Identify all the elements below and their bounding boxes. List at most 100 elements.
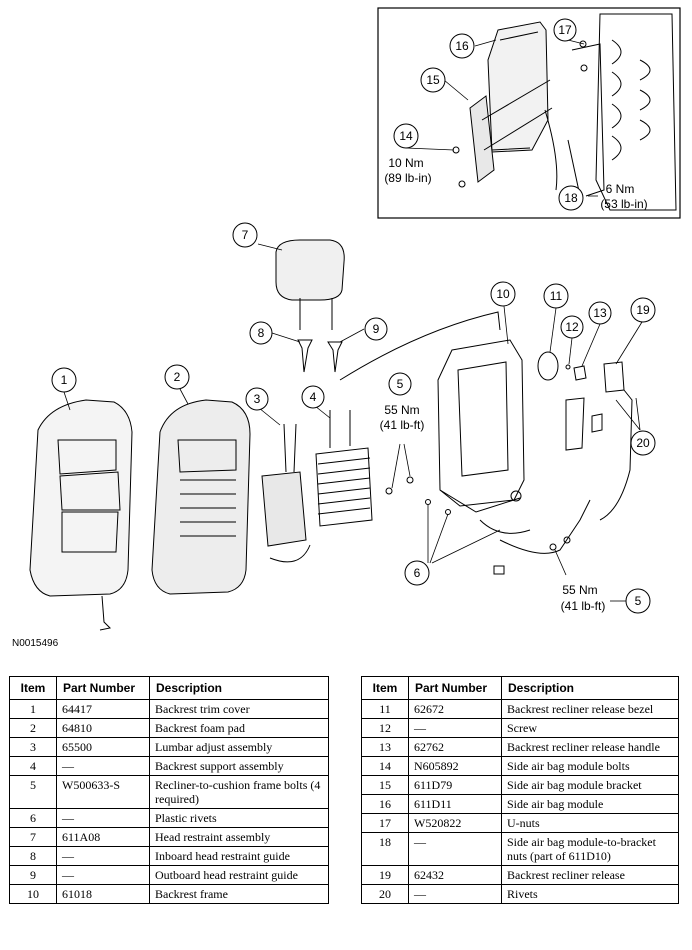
table-row: 6—Plastic rivets <box>9 808 329 828</box>
callout-17: 17 <box>553 18 577 42</box>
header-description: Description <box>501 676 679 700</box>
torque-5a-lb: (41 lb-ft) <box>380 418 425 432</box>
torque-5b-nm: 55 Nm <box>562 583 597 597</box>
part-number-cell: — <box>56 756 150 776</box>
table-row: 18—Side air bag module-to-bracket nuts (… <box>361 832 679 866</box>
description-cell: U-nuts <box>501 813 679 833</box>
description-cell: Backrest support assembly <box>149 756 329 776</box>
svg-text:8: 8 <box>258 326 265 340</box>
callout-18: 18 <box>558 185 584 211</box>
torque-18-nm: 6 Nm <box>606 182 635 196</box>
svg-text:4: 4 <box>310 390 317 404</box>
svg-text:9: 9 <box>373 322 380 336</box>
svg-text:20: 20 <box>636 436 650 450</box>
table-row: 12—Screw <box>361 718 679 738</box>
item-cell: 4 <box>9 756 57 776</box>
description-cell: Side air bag module bolts <box>501 756 679 776</box>
callout-16: 16 <box>449 33 475 59</box>
svg-text:17: 17 <box>558 23 572 37</box>
svg-text:14: 14 <box>399 129 413 143</box>
item-cell: 9 <box>9 865 57 885</box>
callout-3: 3 <box>245 387 269 411</box>
torque-14-nm: 10 Nm <box>388 156 423 170</box>
item-cell: 14 <box>361 756 409 776</box>
header-item: Item <box>361 676 409 700</box>
item-cell: 16 <box>361 794 409 814</box>
description-cell: Side air bag module <box>501 794 679 814</box>
exploded-view-diagram: 1 2 3 4 5 6 7 8 9 10 11 12 13 14 15 16 1… <box>29 7 681 631</box>
callout-6: 6 <box>404 560 430 586</box>
part-number-cell: 62672 <box>408 699 502 719</box>
backrest-trim-cover-drawing <box>29 399 133 631</box>
figure-id: N0015496 <box>12 638 59 649</box>
part-number-cell: 65500 <box>56 737 150 757</box>
description-cell: Plastic rivets <box>149 808 329 828</box>
description-cell: Side air bag module-to-bracket nuts (par… <box>501 832 679 866</box>
item-cell: 8 <box>9 846 57 866</box>
part-number-cell: W500633-S <box>56 775 150 809</box>
svg-text:16: 16 <box>455 39 469 53</box>
svg-text:2: 2 <box>174 370 181 384</box>
description-cell: Rivets <box>501 884 679 904</box>
item-cell: 6 <box>9 808 57 828</box>
backrest-support-drawing <box>315 410 373 527</box>
callout-19: 19 <box>630 297 656 323</box>
svg-text:12: 12 <box>565 320 579 334</box>
part-number-cell: 61018 <box>56 884 150 904</box>
part-number-cell: — <box>408 884 502 904</box>
item-cell: 3 <box>9 737 57 757</box>
svg-text:6: 6 <box>414 566 421 580</box>
svg-text:18: 18 <box>564 191 578 205</box>
callout-12: 12 <box>560 315 584 339</box>
part-number-cell: 611A08 <box>56 827 150 847</box>
part-number-cell: 64810 <box>56 718 150 738</box>
part-number-cell: — <box>408 832 502 866</box>
callout-2: 2 <box>164 364 190 390</box>
header-description: Description <box>149 676 329 700</box>
part-number-cell: — <box>408 718 502 738</box>
item-cell: 19 <box>361 865 409 885</box>
callout-8: 8 <box>249 321 273 345</box>
part-number-cell: N605892 <box>408 756 502 776</box>
callout-15: 15 <box>420 67 446 93</box>
callout-4: 4 <box>301 385 325 409</box>
item-cell: 11 <box>361 699 409 719</box>
description-cell: Recliner-to-cushion frame bolts (4 requi… <box>149 775 329 809</box>
part-number-cell: 611D79 <box>408 775 502 795</box>
svg-text:19: 19 <box>636 303 650 317</box>
torque-5b-lb: (41 lb-ft) <box>561 599 606 613</box>
callout-5a: 5 <box>388 372 412 396</box>
part-number-cell: W520822 <box>408 813 502 833</box>
header-part-number: Part Number <box>408 676 502 700</box>
torque-14-lb: (89 lb-in) <box>384 171 431 185</box>
callout-11: 11 <box>543 283 569 309</box>
head-restraint-drawing <box>275 239 345 330</box>
inset-seat-frame-drawing <box>544 13 677 211</box>
air-bag-bracket-drawing <box>469 79 553 183</box>
callout-13: 13 <box>588 301 612 325</box>
callout-7: 7 <box>232 222 258 248</box>
item-cell: 13 <box>361 737 409 757</box>
description-cell: Lumbar adjust assembly <box>149 737 329 757</box>
callout-9: 9 <box>364 317 388 341</box>
svg-text:7: 7 <box>242 228 249 242</box>
svg-text:3: 3 <box>254 392 261 406</box>
description-cell: Backrest frame <box>149 884 329 904</box>
part-number-cell: 62762 <box>408 737 502 757</box>
svg-text:15: 15 <box>426 73 440 87</box>
torque-5a-nm: 55 Nm <box>384 403 419 417</box>
callout-markers: 1 2 3 4 5 6 7 8 9 10 11 12 13 14 15 16 1… <box>51 18 656 614</box>
item-cell: 12 <box>361 718 409 738</box>
